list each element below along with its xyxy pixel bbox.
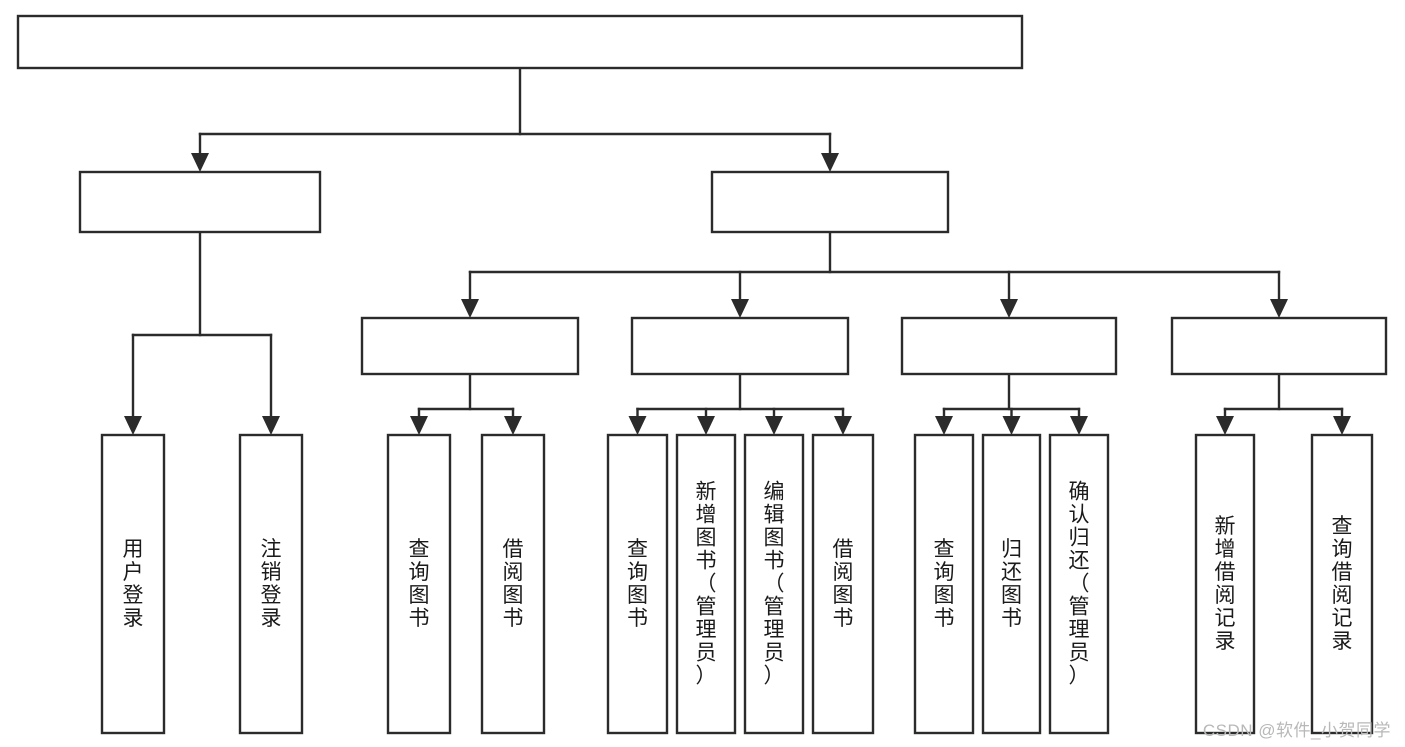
level3-current-borrow-to-leaves-arrow-icon-0 — [935, 416, 953, 435]
node-box-leaf-add-book — [675, 433, 737, 735]
node-box-leaf-query-record — [1310, 433, 1374, 735]
node-box-leaf-query-book-1 — [386, 433, 452, 735]
node-box-leaf-borrow-book-2 — [811, 433, 875, 735]
level3-new-book-recommend-to-leaves-arrow-icon-1 — [504, 416, 522, 435]
node-box-leaf-logout — [238, 433, 304, 735]
level3-new-book-recommend-to-leaves-arrow-icon-0 — [410, 416, 428, 435]
node-box-borrow-record — [1170, 316, 1388, 376]
node-label-leaf-add-book: 新增图书（管理员） — [696, 480, 717, 687]
node-leaf-edit-book[interactable]: 编辑图书（管理员） — [743, 433, 805, 735]
node-leaf-borrow-book-2[interactable]: 借阅图书 — [811, 433, 875, 735]
node-box-book-management — [710, 170, 950, 234]
watermark-text: CSDN @软件_小贺同学 — [1202, 721, 1391, 740]
level3-book-borrow-to-leaves-arrow-icon-2 — [765, 416, 783, 435]
userlogin-to-leaves-arrow-icon-0 — [124, 416, 142, 435]
root-to-level2-arrow-icon-1 — [821, 153, 839, 172]
level3-book-borrow-to-leaves-arrow-icon-0 — [628, 416, 647, 435]
node-label-leaf-user-login: 用户登录 — [123, 538, 144, 630]
node-box-leaf-query-book-2 — [606, 433, 669, 735]
node-borrow-record[interactable] — [1170, 316, 1388, 376]
level3-current-borrow-to-leaves-arrow-icon-1 — [1002, 416, 1021, 435]
userlogin-to-leaves-arrow-icon-1 — [262, 416, 280, 435]
root-to-level2-arrow-icon-0 — [191, 153, 209, 172]
node-box-book-borrow — [630, 316, 850, 376]
node-box-root — [16, 14, 1024, 70]
node-leaf-return-book[interactable]: 归还图书 — [981, 433, 1042, 735]
bookmgmt-to-level3-arrow-icon-3 — [1270, 299, 1288, 318]
node-label-leaf-return-book: 归还图书 — [1001, 538, 1022, 630]
node-box-user-login — [78, 170, 322, 234]
node-box-leaf-return-book — [981, 433, 1042, 735]
node-book-borrow[interactable] — [630, 316, 850, 376]
node-layer: 用户登录 注销登录 查询图书 借阅图书 查询图书 新增图书（管理员） 编辑图书（管理员） 借阅… — [16, 14, 1388, 735]
node-label-leaf-borrow-book-1: 借阅图书 — [503, 538, 524, 630]
level3-book-borrow-to-leaves-arrow-icon-3 — [834, 416, 852, 435]
node-label-leaf-confirm-return: 确认归还（管理员） — [1069, 480, 1090, 687]
node-label-leaf-logout: 注销登录 — [261, 538, 282, 630]
level3-borrow-record-to-leaves-arrow-icon-1 — [1333, 416, 1351, 435]
node-label-leaf-query-book-2: 查询图书 — [627, 538, 648, 630]
connector-layer — [124, 66, 1351, 435]
node-leaf-query-book-1[interactable]: 查询图书 — [386, 433, 452, 735]
node-leaf-add-record[interactable]: 新增借阅记录 — [1194, 433, 1256, 735]
node-label-leaf-add-record: 新增借阅记录 — [1215, 515, 1236, 653]
node-leaf-query-book-3[interactable]: 查询图书 — [913, 433, 975, 735]
level3-current-borrow-to-leaves-arrow-icon-2 — [1070, 416, 1088, 435]
node-leaf-add-book[interactable]: 新增图书（管理员） — [675, 433, 737, 735]
level3-borrow-record-to-leaves-arrow-icon-0 — [1216, 416, 1234, 435]
node-label-leaf-query-book-1: 查询图书 — [409, 538, 430, 630]
node-root[interactable] — [16, 14, 1024, 70]
node-leaf-borrow-book-1[interactable]: 借阅图书 — [480, 433, 546, 735]
node-box-leaf-confirm-return — [1048, 433, 1110, 735]
node-leaf-logout[interactable]: 注销登录 — [238, 433, 304, 735]
node-user-login[interactable] — [78, 170, 322, 234]
node-label-leaf-edit-book: 编辑图书（管理员） — [764, 480, 785, 687]
node-box-current-borrow — [900, 316, 1118, 376]
node-box-leaf-query-book-3 — [913, 433, 975, 735]
bookmgmt-to-level3-arrow-icon-0 — [461, 299, 479, 318]
bookmgmt-to-level3-arrow-icon-2 — [1000, 299, 1018, 318]
node-label-leaf-borrow-book-2: 借阅图书 — [833, 538, 854, 630]
bookmgmt-to-level3-arrow-icon-1 — [731, 299, 749, 318]
node-new-book-recommend[interactable] — [360, 316, 580, 376]
node-current-borrow[interactable] — [900, 316, 1118, 376]
node-book-management[interactable] — [710, 170, 950, 234]
node-leaf-query-book-2[interactable]: 查询图书 — [606, 433, 669, 735]
level3-book-borrow-to-leaves-arrow-icon-1 — [697, 416, 715, 435]
node-leaf-confirm-return[interactable]: 确认归还（管理员） — [1048, 433, 1110, 735]
node-leaf-user-login[interactable]: 用户登录 — [100, 433, 166, 735]
node-box-new-book-recommend — [360, 316, 580, 376]
node-box-leaf-borrow-book-1 — [480, 433, 546, 735]
node-leaf-query-record[interactable]: 查询借阅记录 — [1310, 433, 1374, 735]
node-box-leaf-add-record — [1194, 433, 1256, 735]
node-box-leaf-user-login — [100, 433, 166, 735]
node-box-leaf-edit-book — [743, 433, 805, 735]
node-label-leaf-query-book-3: 查询图书 — [934, 538, 955, 630]
node-label-leaf-query-record: 查询借阅记录 — [1332, 515, 1353, 653]
